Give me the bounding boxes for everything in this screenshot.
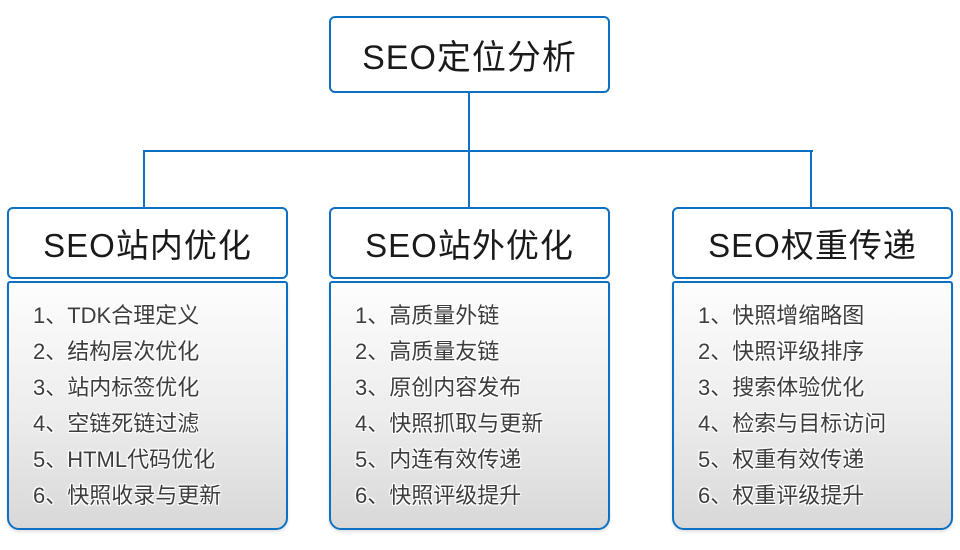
list-item: 3、搜索体验优化 [698, 375, 865, 400]
connector-root-stem [468, 93, 470, 151]
list-item: 3、原创内容发布 [355, 375, 522, 400]
list-item: 5、权重有效传递 [698, 447, 865, 472]
branch-offsite: SEO站外优化 1、高质量外链 2、高质量友链 3、原创内容发布 4、快照抓取与… [329, 207, 610, 530]
list-item: 4、快照抓取与更新 [355, 411, 544, 436]
list-item: 5、HTML代码优化 [33, 447, 216, 472]
root-node: SEO定位分析 [329, 16, 610, 93]
list-item: 6、权重评级提升 [698, 483, 865, 508]
list-item: 2、高质量友链 [355, 339, 500, 364]
list-item: 1、TDK合理定义 [33, 303, 200, 328]
list-item: 2、快照评级排序 [698, 339, 865, 364]
branch-offsite-panel: 1、高质量外链 2、高质量友链 3、原创内容发布 4、快照抓取与更新 5、内连有… [329, 281, 610, 530]
branch-onsite-title-box: SEO站内优化 [7, 207, 288, 279]
list-item: 4、检索与目标访问 [698, 411, 887, 436]
list-item: 1、高质量外链 [355, 303, 500, 328]
list-item: 6、快照收录与更新 [33, 483, 222, 508]
connector-drop-left [143, 150, 145, 207]
root-title: SEO定位分析 [362, 39, 577, 77]
connector-drop-right [810, 150, 812, 207]
branch-onsite: SEO站内优化 1、TDK合理定义 2、结构层次优化 3、站内标签优化 4、空链… [7, 207, 288, 530]
branch-weight-panel: 1、快照增缩略图 2、快照评级排序 3、搜索体验优化 4、检索与目标访问 5、权… [672, 281, 953, 530]
list-item: 4、空链死链过滤 [33, 411, 200, 436]
branch-onsite-panel: 1、TDK合理定义 2、结构层次优化 3、站内标签优化 4、空链死链过滤 5、H… [7, 281, 288, 530]
list-item: 5、内连有效传递 [355, 447, 522, 472]
branch-onsite-title: SEO站内优化 [43, 227, 252, 264]
list-item: 3、站内标签优化 [33, 375, 200, 400]
branch-weight: SEO权重传递 1、快照增缩略图 2、快照评级排序 3、搜索体验优化 4、检索与… [672, 207, 953, 530]
list-item: 1、快照增缩略图 [698, 303, 865, 328]
branch-weight-title-box: SEO权重传递 [672, 207, 953, 279]
connector-drop-middle [468, 150, 470, 207]
list-item: 6、快照评级提升 [355, 483, 522, 508]
branch-offsite-title: SEO站外优化 [365, 227, 574, 264]
list-item: 2、结构层次优化 [33, 339, 200, 364]
connector-horizontal-bar [143, 150, 813, 152]
branch-weight-title: SEO权重传递 [708, 227, 917, 264]
branch-offsite-title-box: SEO站外优化 [329, 207, 610, 279]
